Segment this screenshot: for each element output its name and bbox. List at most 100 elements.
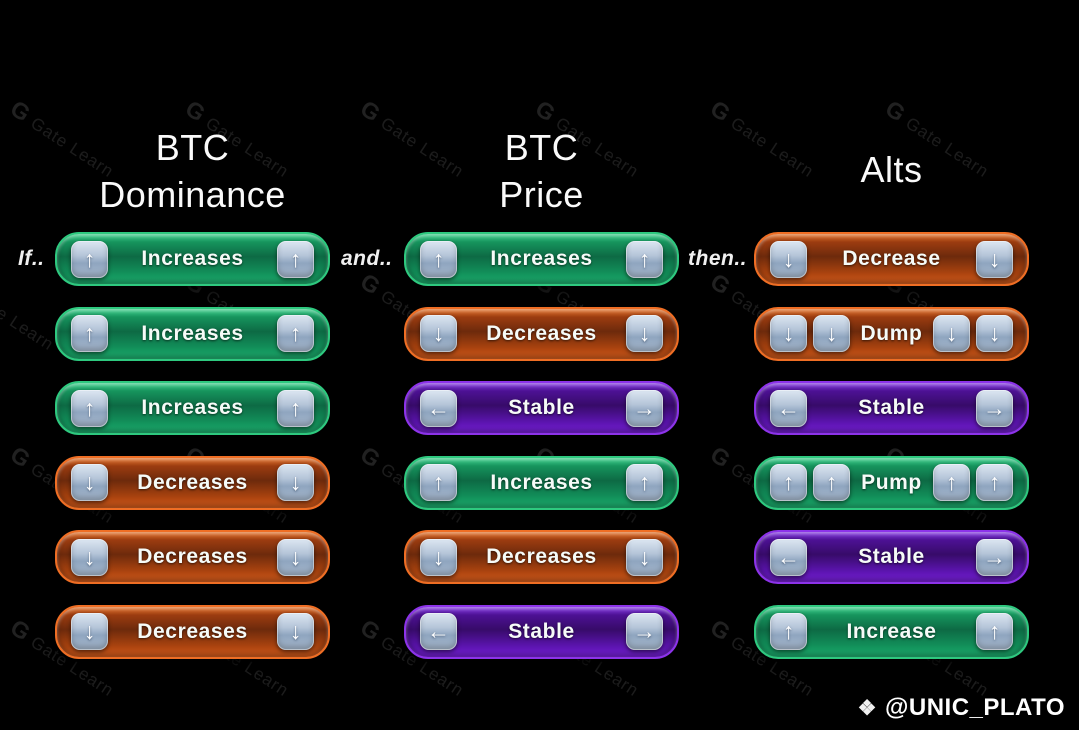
gate-logo-icon: G [5,614,36,647]
gate-logo-icon: G [705,95,736,128]
and-label: and.. [341,247,393,270]
up-arrow-icon: ↑ [770,464,807,501]
down-arrow-icon: ↓ [277,464,314,501]
pill-btc-price-increases-1: ↑ Increases ↑ [404,232,679,286]
right-arrow-icon: → [626,389,663,427]
left-arrow-icon: ← [420,389,457,427]
pill-btc-dominance-decreases-2: ↓ Decreases ↓ [55,530,330,584]
column-alts: ↓ Decrease ↓ ↓ ↓ Dump ↓ ↓ ← Stable → ↑ ↑ [754,232,1029,659]
down-arrow-icon: ↓ [277,538,314,576]
pill-label: Increases [141,396,244,419]
pill-label: Stable [858,396,925,419]
pill-btc-price-increases-2: ↑ Increases ↑ [404,455,679,510]
pill-label: Stable [508,396,575,419]
left-arrow-icon: ← [770,389,807,427]
pill-alts-pump: ↑ ↑ Pump ↑ ↑ [754,455,1029,510]
right-arrow-icon: → [626,613,663,650]
gate-logo-icon: G [355,95,386,128]
pill-label: Increases [490,470,593,494]
pill-alts-increase: ↑ Increase ↑ [754,604,1029,659]
pill-label: Pump [861,470,922,494]
pill-btc-dominance-increases-1: ↑ Increases ↑ [55,232,330,286]
header-line: BTC [155,127,230,168]
header-alts: Alts [754,120,1029,218]
pill-label: Decreases [137,470,248,494]
left-arrow-icon: ← [420,613,457,650]
up-arrow-icon: ↑ [277,240,314,278]
down-arrow-icon: ↓ [626,315,663,352]
column-btc-dominance: ↑ Increases ↑ ↑ Increases ↑ ↑ Increases … [55,232,330,659]
pill-label: Decreases [486,321,597,345]
pill-label: Stable [858,545,925,568]
down-arrow-icon: ↓ [626,538,663,576]
right-arrow-icon: → [976,538,1013,576]
header-btc-price: BTC Price [404,120,679,218]
header-btc-dominance: BTC Dominance [55,120,330,218]
up-arrow-icon: ↑ [933,464,970,501]
pill-alts-stable-2: ← Stable → [754,530,1029,584]
column-btc-price: ↑ Increases ↑ ↓ Decreases ↓ ← Stable → ↑… [404,232,679,659]
gate-logo-icon: G [355,268,386,301]
down-arrow-icon: ↓ [770,315,807,352]
down-arrow-icon: ↓ [277,613,314,650]
up-arrow-icon: ↑ [420,240,457,278]
pill-btc-dominance-decreases-3: ↓ Decreases ↓ [55,604,330,659]
up-arrow-icon: ↑ [277,315,314,352]
right-arrow-icon: → [976,389,1013,427]
gate-logo-icon: G [5,95,36,128]
up-arrow-icon: ↑ [770,613,807,650]
pill-label: Decreases [486,545,597,568]
pill-btc-dominance-increases-2: ↑ Increases ↑ [55,306,330,361]
down-arrow-icon: ↓ [813,315,850,352]
pill-label: Decreases [137,619,248,643]
pill-btc-price-decreases-2: ↓ Decreases ↓ [404,530,679,584]
pill-label: Dump [860,321,923,345]
pill-alts-decrease: ↓ Decrease ↓ [754,232,1029,286]
down-arrow-icon: ↓ [933,315,970,352]
down-arrow-icon: ↓ [770,240,807,278]
gate-logo-icon: G [355,441,386,474]
pill-label: Increase [846,619,937,643]
up-arrow-icon: ↑ [71,240,108,278]
down-arrow-icon: ↓ [71,464,108,501]
pill-label: Stable [508,619,575,643]
up-arrow-icon: ↑ [813,464,850,501]
down-arrow-icon: ↓ [71,538,108,576]
footer-handle: @UNIC_PLATO [884,694,1065,721]
up-arrow-icon: ↑ [976,464,1013,501]
header-line: BTC [504,127,579,168]
down-arrow-icon: ↓ [976,240,1013,278]
pill-label: Increases [141,321,244,345]
gate-logo-icon: G [5,441,36,474]
up-arrow-icon: ↑ [976,613,1013,650]
left-arrow-icon: ← [770,538,807,576]
pill-alts-dump: ↓ ↓ Dump ↓ ↓ [754,306,1029,361]
then-label: then.. [688,247,747,270]
pill-label: Decreases [137,545,248,568]
gate-learn-watermark: GGate Learn [0,286,58,355]
header-line: Alts [860,148,923,190]
down-arrow-icon: ↓ [420,315,457,352]
pill-label: Decrease [842,247,941,270]
gate-logo-icon: G [705,614,736,647]
pill-btc-dominance-decreases-1: ↓ Decreases ↓ [55,455,330,510]
up-arrow-icon: ↑ [277,389,314,427]
up-arrow-icon: ↑ [626,464,663,501]
up-arrow-icon: ↑ [71,315,108,352]
down-arrow-icon: ↓ [976,315,1013,352]
down-arrow-icon: ↓ [420,538,457,576]
pill-alts-stable-1: ← Stable → [754,381,1029,435]
pill-btc-price-decreases-1: ↓ Decreases ↓ [404,306,679,361]
header-line: Dominance [99,174,286,215]
pill-btc-price-stable-2: ← Stable → [404,604,679,659]
if-label: If.. [18,247,45,270]
pill-label: Increases [141,247,244,270]
header-line: Price [499,174,584,215]
down-arrow-icon: ↓ [71,613,108,650]
up-arrow-icon: ↑ [420,464,457,501]
binance-diamond-icon: ❖ [857,696,877,720]
up-arrow-icon: ↑ [71,389,108,427]
pill-btc-dominance-increases-3: ↑ Increases ↑ [55,381,330,435]
pill-label: Increases [490,247,593,270]
